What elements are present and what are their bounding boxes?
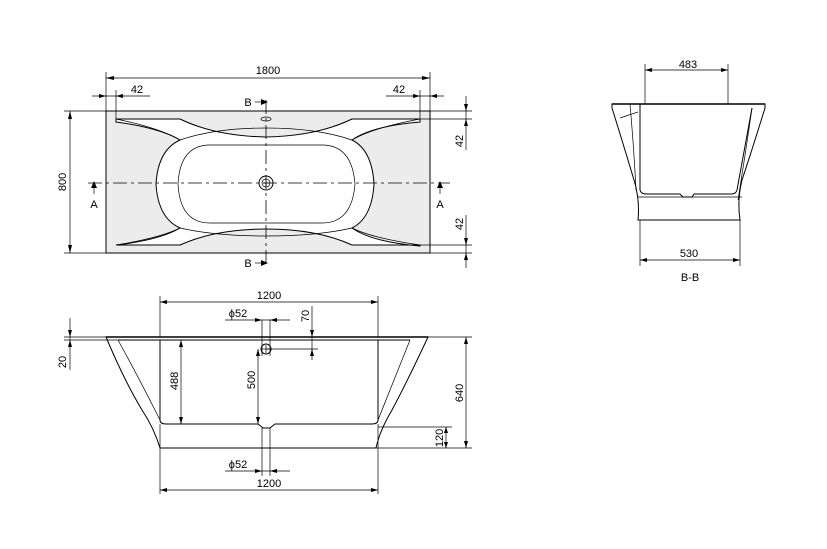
dim-drain-diameter-top: ϕ52	[229, 308, 247, 320]
dim-rim-right: 42	[393, 84, 405, 96]
side-view: 1200 ϕ52 70 20 488 500	[57, 290, 472, 494]
dim-overall-width: 800	[57, 173, 69, 191]
dim-base-height: 120	[434, 429, 446, 447]
section-bb-outline	[611, 103, 766, 221]
section-a-left-label: A	[90, 199, 98, 211]
dim-rim-left: 42	[131, 84, 143, 96]
top-view-inner-pill	[177, 144, 356, 224]
dim-side-top-length: 1200	[257, 290, 281, 302]
section-a-right-label: A	[436, 199, 444, 211]
top-view-contour-bl	[115, 227, 181, 246]
top-view: 1800 42 42 800 42 42 A	[57, 65, 472, 270]
dim-section-top-width: 483	[679, 59, 697, 71]
dim-section-bottom-width: 530	[680, 248, 698, 260]
dim-side-bottom-length: 1200	[257, 478, 281, 490]
section-bb-label: B-B	[681, 272, 699, 284]
dim-rim-thickness: 20	[57, 356, 69, 368]
top-view-contour-tr	[351, 118, 421, 141]
dim-overall-height: 640	[454, 384, 466, 402]
dim-depth-overflow: 500	[246, 371, 258, 389]
dim-rim-top: 42	[454, 135, 466, 147]
dim-inner-depth: 488	[169, 372, 181, 390]
dim-overflow-height: 70	[300, 310, 312, 322]
top-view-contour-tl	[115, 118, 181, 141]
section-b-top-label: B	[244, 97, 251, 109]
top-view-contour-br	[351, 227, 421, 246]
section-bb-view: 483 530 B-B	[611, 59, 766, 284]
section-b-bottom-label: B	[244, 258, 251, 270]
dim-drain-diameter-bottom: ϕ52	[229, 459, 247, 471]
dim-rim-bottom: 42	[454, 218, 466, 230]
dim-overall-length: 1800	[256, 65, 280, 77]
